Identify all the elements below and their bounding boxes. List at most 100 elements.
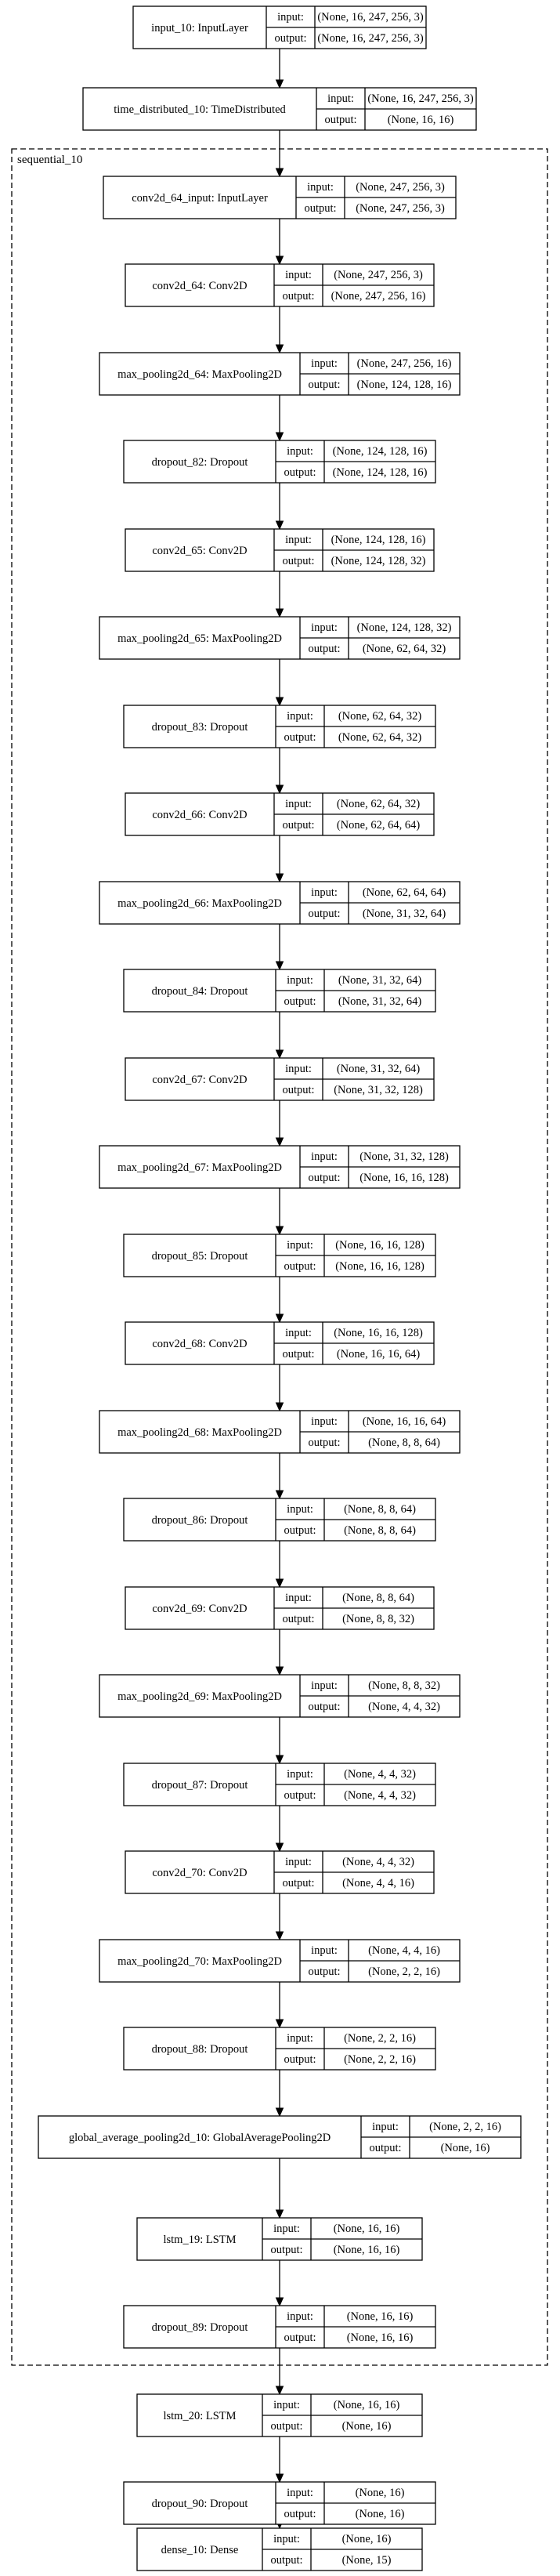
- edge-arrow: [275, 1717, 284, 1765]
- output-shape: (None, 16, 247, 256, 3): [317, 32, 423, 45]
- input-port-label: input:: [311, 1150, 338, 1163]
- cluster-label: sequential_10: [17, 154, 82, 166]
- layer-label: max_pooling2d_67: MaxPooling2D: [117, 1161, 282, 1174]
- output-shape: (None, 16, 16, 128): [335, 1260, 425, 1273]
- input-shape: (None, 247, 256, 3): [334, 269, 423, 281]
- layer-label: input_10: InputLayer: [151, 22, 248, 34]
- layer-label: lstm_19: LSTM: [163, 2234, 236, 2246]
- layer-label: dropout_84: Dropout: [152, 985, 248, 998]
- output-shape: (None, 31, 32, 64): [363, 908, 446, 920]
- input-shape: (None, 16, 16): [334, 2399, 400, 2411]
- output-port-label: output:: [284, 1524, 316, 1537]
- output-shape: (None, 16): [342, 2420, 392, 2433]
- layer-node: max_pooling2d_68: MaxPooling2Dinput:outp…: [99, 1410, 461, 1454]
- output-port-label: output:: [308, 908, 340, 920]
- output-port-label: output:: [282, 1348, 314, 1360]
- output-shape: (None, 62, 64, 64): [337, 819, 420, 831]
- input-port-label: input:: [311, 1679, 338, 1692]
- input-shape: (None, 4, 4, 32): [344, 1768, 416, 1781]
- input-shape: (None, 16, 16, 128): [335, 1239, 425, 1252]
- layer-label: time_distributed_10: TimeDistributed: [114, 103, 286, 116]
- output-port-label: output:: [304, 202, 336, 215]
- input-port-label: input:: [287, 1239, 313, 1252]
- layer-label: dropout_90: Dropout: [152, 2498, 248, 2510]
- output-shape: (None, 8, 8, 64): [344, 1524, 416, 1537]
- input-shape: (None, 2, 2, 16): [344, 2032, 416, 2045]
- output-port-label: output:: [284, 1789, 316, 1802]
- layer-node: global_average_pooling2d_10: GlobalAvera…: [38, 2115, 522, 2159]
- edge-arrow: [275, 1982, 284, 2029]
- output-shape: (None, 124, 128, 16): [357, 379, 452, 391]
- layer-label: conv2d_67: Conv2D: [152, 1074, 247, 1086]
- input-shape: (None, 62, 64, 32): [338, 710, 421, 723]
- input-port-label: input:: [311, 886, 338, 899]
- layer-label: conv2d_68: Conv2D: [152, 1338, 247, 1350]
- input-port-label: input:: [287, 1768, 313, 1781]
- edge-arrow: [275, 483, 284, 531]
- output-port-label: output:: [308, 379, 340, 391]
- input-shape: (None, 16, 16): [334, 2223, 400, 2235]
- output-port-label: output:: [308, 1437, 340, 1449]
- output-port-label: output:: [282, 555, 314, 567]
- input-port-label: input:: [311, 621, 338, 634]
- layer-label: conv2d_65: Conv2D: [152, 545, 247, 557]
- layer-node: time_distributed_10: TimeDistributedinpu…: [82, 87, 477, 131]
- input-port-label: input:: [287, 445, 313, 458]
- edge-arrow: [275, 2437, 284, 2484]
- layer-label: dropout_88: Dropout: [152, 2043, 248, 2056]
- input-shape: (None, 16): [356, 2487, 405, 2499]
- output-shape: (None, 16): [356, 2508, 405, 2520]
- output-port-label: output:: [324, 114, 356, 126]
- layer-label: max_pooling2d_69: MaxPooling2D: [117, 1690, 282, 1703]
- input-shape: (None, 124, 128, 32): [357, 621, 452, 634]
- edge-arrow: [275, 1188, 284, 1236]
- output-shape: (None, 247, 256, 16): [331, 290, 426, 303]
- output-shape: (None, 62, 64, 32): [338, 731, 421, 744]
- output-shape: (None, 4, 4, 32): [368, 1701, 440, 1713]
- layer-label: max_pooling2d_66: MaxPooling2D: [117, 897, 282, 910]
- output-port-label: output:: [308, 1172, 340, 1184]
- output-shape: (None, 8, 8, 64): [368, 1437, 440, 1449]
- layer-label: max_pooling2d_68: MaxPooling2D: [117, 1426, 282, 1439]
- edge-arrow: [275, 1012, 284, 1060]
- edge-arrow: [275, 748, 284, 795]
- edge-arrow: [275, 1629, 284, 1676]
- output-port-label: output:: [282, 1877, 314, 1889]
- input-shape: (None, 8, 8, 64): [344, 1503, 416, 1516]
- input-shape: (None, 8, 8, 32): [368, 1679, 440, 1692]
- output-shape: (None, 31, 32, 64): [338, 995, 421, 1008]
- output-port-label: output:: [284, 2508, 316, 2520]
- output-shape: (None, 2, 2, 16): [368, 1966, 440, 1978]
- input-port-label: input:: [273, 2533, 300, 2545]
- edge-arrow: [275, 1100, 284, 1147]
- output-shape: (None, 2, 2, 16): [344, 2053, 416, 2066]
- output-port-label: output:: [282, 819, 314, 831]
- output-shape: (None, 16, 16): [334, 2244, 400, 2256]
- input-port-label: input:: [372, 2121, 399, 2133]
- output-shape: (None, 124, 128, 16): [333, 466, 428, 479]
- input-shape: (None, 31, 32, 64): [337, 1063, 420, 1075]
- layer-label: dropout_85: Dropout: [152, 1250, 248, 1263]
- input-port-label: input:: [285, 1063, 312, 1075]
- layer-node: max_pooling2d_69: MaxPooling2Dinput:outp…: [99, 1674, 461, 1718]
- output-port-label: output:: [369, 2142, 401, 2154]
- edge-arrow: [275, 130, 284, 178]
- input-shape: (None, 62, 64, 64): [363, 886, 446, 899]
- input-shape: (None, 16, 247, 256, 3): [317, 11, 423, 24]
- layer-node: max_pooling2d_65: MaxPooling2Dinput:outp…: [99, 616, 461, 660]
- input-shape: (None, 4, 4, 32): [342, 1856, 414, 1868]
- output-shape: (None, 15): [342, 2554, 392, 2567]
- layer-label: conv2d_64_input: InputLayer: [132, 192, 268, 205]
- layer-node: max_pooling2d_67: MaxPooling2D input: outp…: [99, 1145, 461, 1189]
- output-port-label: output:: [270, 2554, 302, 2567]
- layer-label: dense_10: Dense: [161, 2544, 239, 2556]
- layer-node: max_pooling2d_70: MaxPooling2Dinput:outp…: [99, 1939, 461, 1983]
